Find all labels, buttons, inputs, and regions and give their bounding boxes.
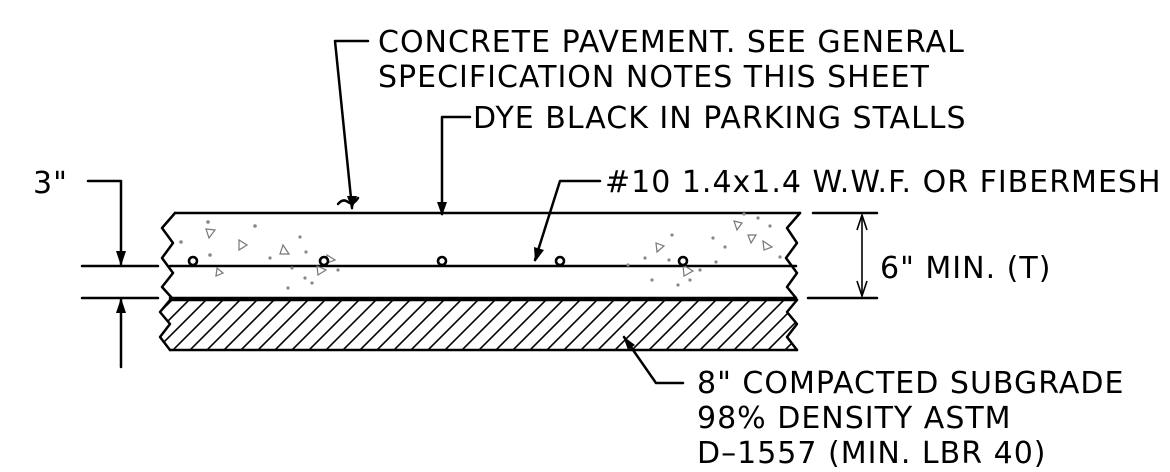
hatch-line bbox=[800, 298, 854, 352]
hatch-line bbox=[646, 300, 702, 350]
mesh-callout: #10 1.4x1.4 W.W.F. OR FIBERMESH bbox=[605, 165, 1162, 200]
depth-dimension-label: 3" bbox=[33, 166, 68, 201]
concrete-callout-line2: SPECIFICATION NOTES THIS SHEET bbox=[378, 60, 930, 95]
hatch-line bbox=[731, 300, 787, 350]
concrete-callout-line1: CONCRETE PAVEMENT. SEE GENERAL bbox=[378, 25, 965, 60]
subgrade-callout-line2: 98% DENSITY ASTM bbox=[697, 401, 1012, 436]
hatch-line bbox=[493, 300, 549, 350]
concrete-aggregate bbox=[179, 212, 782, 290]
hatch-line bbox=[323, 300, 379, 350]
hatch-line bbox=[834, 298, 888, 352]
hatch-line bbox=[680, 300, 736, 350]
hatch-line bbox=[374, 300, 430, 350]
hatch-line bbox=[527, 300, 583, 350]
subgrade-callout-line1: 8" COMPACTED SUBGRADE bbox=[697, 366, 1124, 401]
hatch-line bbox=[306, 300, 362, 350]
hatch-line bbox=[578, 300, 634, 350]
hatch-line bbox=[697, 300, 753, 350]
subgrade-hatch bbox=[160, 298, 888, 352]
hatch-line bbox=[459, 300, 515, 350]
hatch-line bbox=[612, 300, 668, 350]
hatch-line bbox=[289, 300, 345, 350]
hatch-line bbox=[425, 300, 481, 350]
hatch-line bbox=[561, 300, 617, 350]
hatch-line bbox=[255, 300, 311, 350]
hatch-line bbox=[221, 300, 277, 350]
hatch-line bbox=[817, 298, 871, 352]
dye-leader bbox=[437, 115, 472, 216]
subgrade-leader bbox=[622, 335, 685, 385]
hatch-line bbox=[272, 300, 328, 350]
hatch-line bbox=[160, 300, 209, 350]
mesh-leader bbox=[533, 179, 602, 262]
hatch-line bbox=[663, 300, 719, 350]
hatch-line bbox=[714, 300, 770, 350]
thickness-dimension bbox=[806, 211, 879, 300]
hatch-line bbox=[544, 300, 600, 350]
thickness-dimension-label: 6" MIN. (T) bbox=[880, 251, 1051, 286]
hatch-line bbox=[476, 300, 532, 350]
subgrade-outline bbox=[158, 298, 799, 352]
hatch-line bbox=[170, 300, 226, 350]
concrete-leader bbox=[333, 39, 370, 210]
hatch-line bbox=[442, 300, 498, 350]
hatch-line bbox=[408, 300, 464, 350]
depth-dimension bbox=[80, 179, 160, 369]
hatch-line bbox=[340, 300, 396, 350]
hatch-line bbox=[238, 300, 294, 350]
hatch-line bbox=[357, 300, 413, 350]
hatch-line bbox=[391, 300, 447, 350]
hatch-line bbox=[187, 300, 243, 350]
reinforcement-bars bbox=[187, 255, 689, 267]
concrete-slab bbox=[160, 211, 802, 300]
subgrade-callout-line3: D–1557 (MIN. LBR 40) bbox=[697, 436, 1047, 471]
hatch-line bbox=[765, 300, 797, 350]
hatch-line bbox=[204, 300, 260, 350]
hatch-line bbox=[595, 300, 651, 350]
hatch-line bbox=[510, 300, 566, 350]
hatch-line bbox=[629, 300, 685, 350]
dye-callout: DYE BLACK IN PARKING STALLS bbox=[473, 101, 967, 136]
